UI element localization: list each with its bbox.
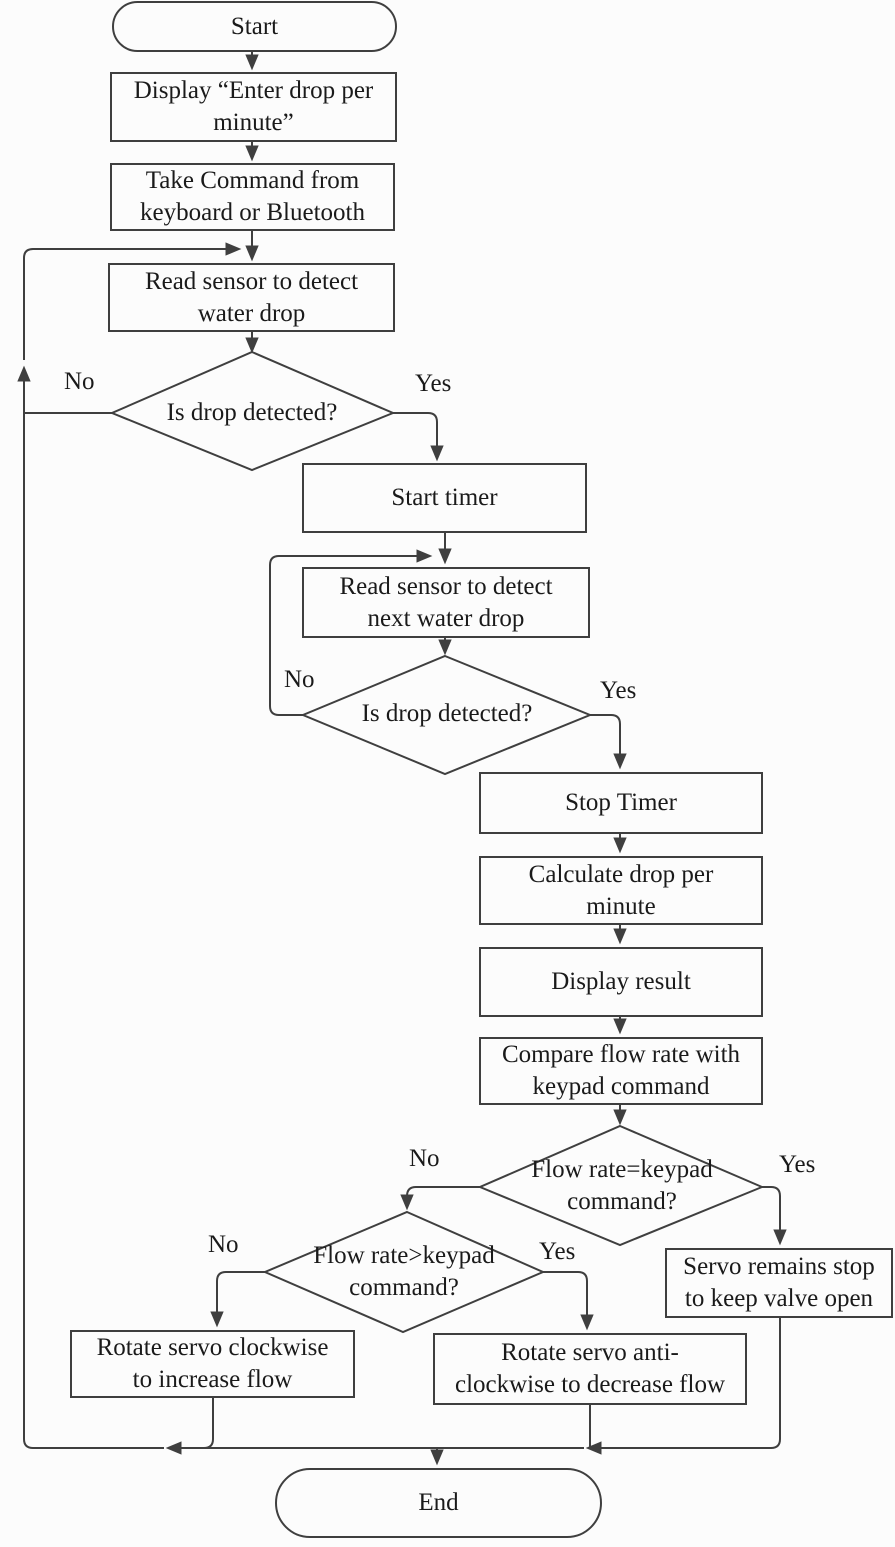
edge-decision1-yes-to-start-timer	[393, 412, 444, 462]
process-display-result: Display result	[479, 947, 763, 1017]
process-start-timer: Start timer	[302, 463, 587, 533]
decision1-yes-label: Yes	[415, 370, 452, 397]
edge-decision2-no-loop	[269, 549, 433, 716]
decision1-diamond	[109, 350, 396, 472]
process-compare-flow: Compare flow rate with keypad command	[479, 1037, 763, 1105]
process-servo-stop: Servo remains stop to keep valve open	[665, 1248, 893, 1318]
process-stop-timer: Stop Timer	[479, 772, 763, 834]
edge-rotate-cw-out	[203, 1398, 214, 1449]
decision2-diamond	[300, 654, 593, 776]
process-calculate-dpm: Calculate drop per minute	[479, 856, 763, 925]
decision3-label: Flow rate=keypad command?	[531, 1156, 713, 1215]
decision4-label: Flow rate>keypad command?	[313, 1242, 495, 1301]
process-read-sensor: Read sensor to detect water drop	[108, 263, 395, 332]
edge-decision4-yes-to-rotate-acw	[543, 1271, 594, 1331]
decision2-no-label: No	[284, 666, 315, 693]
decision4-diamond	[262, 1210, 546, 1334]
edge-decision3-yes-to-servo-stop	[762, 1186, 787, 1246]
end-terminator: End	[275, 1468, 602, 1538]
process-rotate-cw: Rotate servo clockwise to increase flow	[70, 1330, 355, 1398]
edge-left-loop-up	[17, 365, 164, 1449]
decision3-no-label: No	[409, 1145, 440, 1172]
decision2-yes-label: Yes	[600, 677, 637, 704]
edge-servo-stop-out	[585, 1317, 781, 1455]
edge-decision2-yes-to-stop-timer	[590, 714, 627, 770]
decision4-no-label: No	[208, 1231, 239, 1258]
edge-decision3-no-to-decision4	[400, 1186, 480, 1211]
decision2-label: Is drop detected?	[361, 700, 533, 727]
edge-decision4-no-to-rotate-cw	[210, 1271, 265, 1328]
decision1-label: Is drop detected?	[166, 399, 338, 426]
decision3-diamond	[477, 1124, 765, 1247]
process-rotate-acw: Rotate servo anti- clockwise to decrease…	[433, 1333, 747, 1405]
process-display-prompt: Display “Enter drop per minute”	[110, 72, 397, 142]
decision1-no-label: No	[64, 368, 95, 395]
start-terminator: Start	[112, 1, 397, 52]
decision3-yes-label: Yes	[779, 1151, 816, 1178]
process-take-command: Take Command from keyboard or Bluetooth	[110, 163, 395, 231]
decision4-yes-label: Yes	[539, 1238, 576, 1265]
edge-left-loop-into-read-sensor	[23, 242, 242, 360]
process-read-sensor-next: Read sensor to detect next water drop	[302, 567, 590, 638]
